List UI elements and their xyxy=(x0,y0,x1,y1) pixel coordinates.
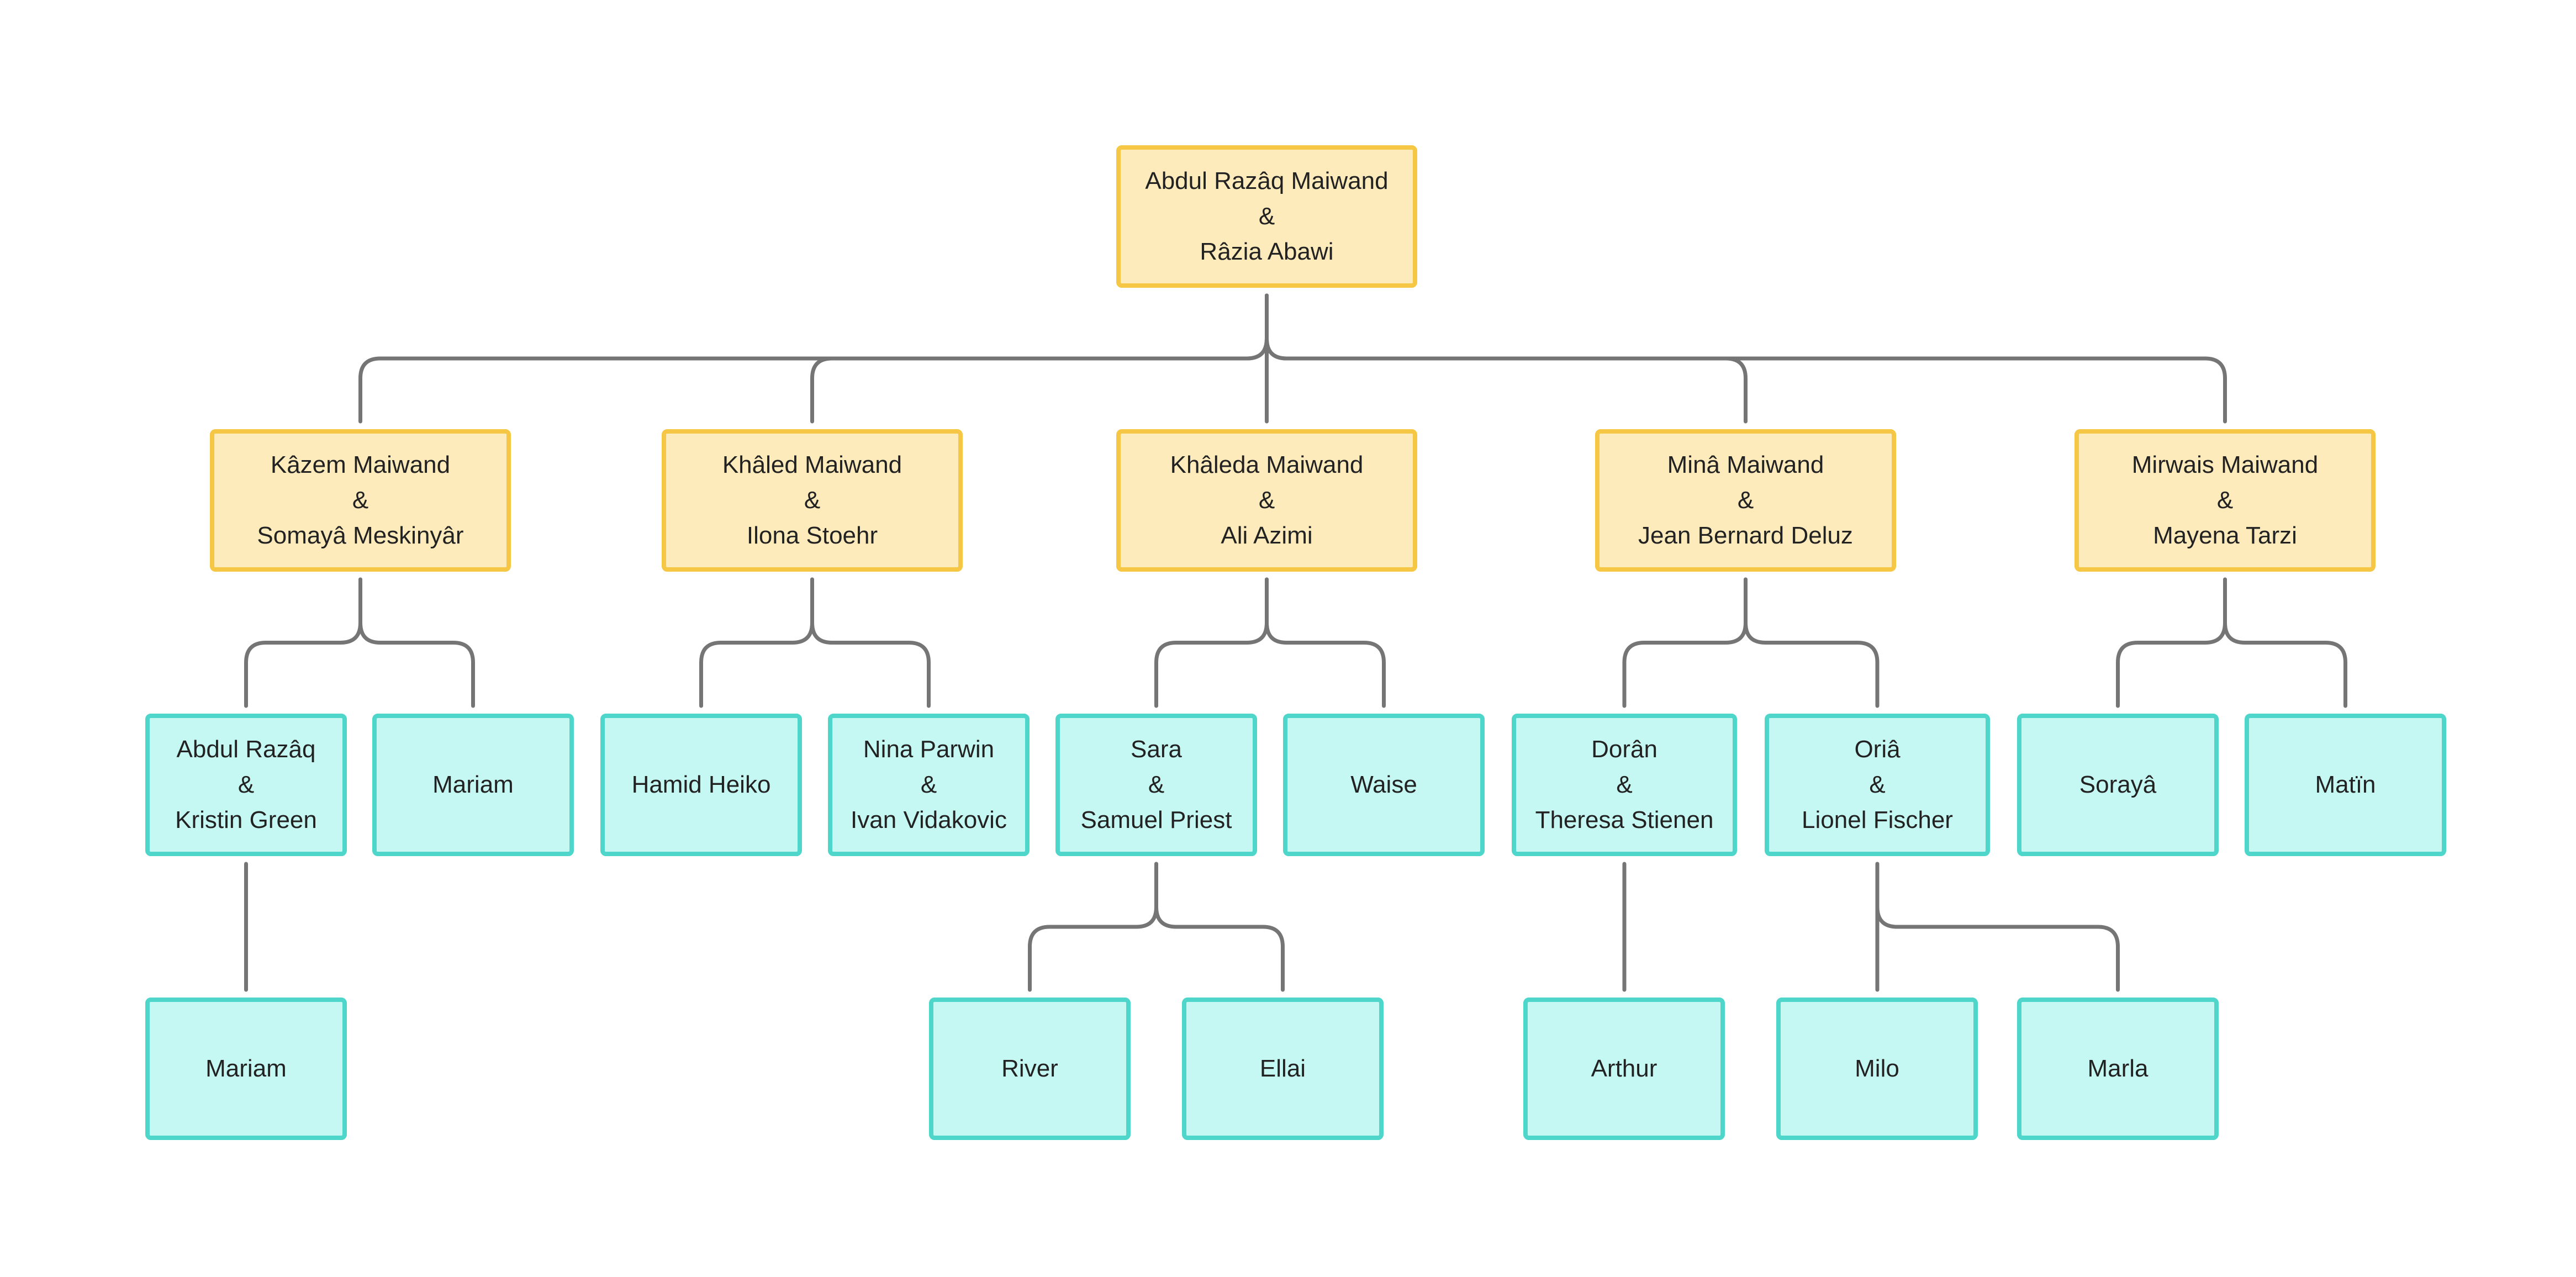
person-node-root[interactable]: Abdul Razâq Maiwand & Râzia Abawi xyxy=(1116,145,1417,288)
ampersand-label: & xyxy=(1616,771,1633,798)
person-name-label: Ellai xyxy=(1259,1055,1306,1082)
connector-mirwais-soraya xyxy=(2116,577,2227,708)
person-node-ellai[interactable]: Ellai xyxy=(1182,998,1384,1140)
person-name-label: Khâleda Maiwand xyxy=(1170,451,1364,478)
person-name-label: Nina Parwin xyxy=(863,736,995,763)
person-node-khaleda[interactable]: Khâleda Maiwand & Ali Azimi xyxy=(1116,429,1417,572)
person-node-abdul2[interactable]: Abdul Razâq & Kristin Green xyxy=(145,714,347,856)
person-name-label: Minâ Maiwand xyxy=(1667,451,1824,478)
person-name-label: Samuel Priest xyxy=(1080,806,1232,833)
ampersand-label: & xyxy=(1148,771,1165,798)
person-node-soraya[interactable]: Sorayâ xyxy=(2017,714,2219,856)
ampersand-label: & xyxy=(1258,487,1275,514)
ampersand-label: & xyxy=(1737,487,1754,514)
person-node-marla[interactable]: Marla xyxy=(2017,998,2219,1140)
person-name-label: Sara xyxy=(1131,736,1182,763)
connector-mina-oria xyxy=(1744,577,1880,708)
person-name-label: Jean Bernard Deluz xyxy=(1638,522,1853,549)
person-name-label: Ali Azimi xyxy=(1221,522,1313,549)
person-name-label: Sorayâ xyxy=(2079,771,2157,798)
person-node-doran[interactable]: Dorân & Theresa Stienen xyxy=(1512,714,1737,856)
person-node-mariam1[interactable]: Mariam xyxy=(372,714,574,856)
connector-sara-ellai xyxy=(1154,862,1285,992)
connector-khaled-nina xyxy=(810,577,931,708)
ampersand-label: & xyxy=(1258,203,1275,230)
person-node-mina[interactable]: Minâ Maiwand & Jean Bernard Deluz xyxy=(1595,429,1896,572)
connector-root-khaled xyxy=(810,293,1269,424)
person-node-mariam2[interactable]: Mariam xyxy=(145,998,347,1140)
person-name-label: Theresa Stienen xyxy=(1535,806,1714,833)
person-name-label: Milo xyxy=(1855,1055,1899,1082)
connector-khaleda-waise xyxy=(1265,577,1386,708)
connector-kazem-mariam1 xyxy=(358,577,475,708)
person-node-mirwais[interactable]: Mirwais Maiwand & Mayena Tarzi xyxy=(2074,429,2376,572)
person-name-label: Arthur xyxy=(1591,1055,1657,1082)
person-name-label: River xyxy=(1001,1055,1058,1082)
connector-khaled-hamid xyxy=(699,577,814,708)
person-name-label: Somayâ Meskinyâr xyxy=(257,522,464,549)
connector-khaleda-sara xyxy=(1154,577,1269,708)
connector-oria-marla xyxy=(1875,862,2120,992)
person-name-label: Râzia Abawi xyxy=(1200,238,1334,265)
person-name-label: Kristin Green xyxy=(175,806,317,833)
person-node-khaled[interactable]: Khâled Maiwand & Ilona Stoehr xyxy=(662,429,963,572)
person-name-label: Marla xyxy=(2087,1055,2149,1082)
person-node-nina[interactable]: Nina Parwin & Ivan Vidakovic xyxy=(828,714,1030,856)
person-name-label: Matïn xyxy=(2315,771,2376,798)
person-name-label: Hamid Heiko xyxy=(631,771,771,798)
person-name-label: Khâled Maiwand xyxy=(722,451,902,478)
connector-root-mirwais xyxy=(1265,293,2227,424)
ampersand-label: & xyxy=(2216,487,2234,514)
person-name-label: Mayena Tarzi xyxy=(2153,522,2297,549)
connector-sara-river xyxy=(1028,862,1158,992)
connector-mirwais-matin xyxy=(2223,577,2347,708)
person-name-label: Ivan Vidakovic xyxy=(851,806,1007,833)
person-name-label: Lionel Fischer xyxy=(1802,806,1953,833)
ampersand-label: & xyxy=(804,487,821,514)
ampersand-label: & xyxy=(1869,771,1886,798)
person-node-waise[interactable]: Waise xyxy=(1283,714,1485,856)
ampersand-label: & xyxy=(352,487,369,514)
person-node-arthur[interactable]: Arthur xyxy=(1523,998,1725,1140)
ampersand-label: & xyxy=(237,771,255,798)
connector-kazem-abdul2 xyxy=(244,577,362,708)
person-name-label: Ilona Stoehr xyxy=(746,522,878,549)
person-name-label: Waise xyxy=(1350,771,1417,798)
person-name-label: Mirwais Maiwand xyxy=(2131,451,2319,478)
ampersand-label: & xyxy=(920,771,937,798)
person-node-river[interactable]: River xyxy=(929,998,1131,1140)
person-name-label: Kâzem Maiwand xyxy=(270,451,451,478)
person-name-label: Abdul Razâq Maiwand xyxy=(1145,167,1389,194)
person-node-matin[interactable]: Matïn xyxy=(2245,714,2446,856)
person-name-label: Dorân xyxy=(1591,736,1657,763)
connector-mina-doran xyxy=(1622,577,1748,708)
person-node-milo[interactable]: Milo xyxy=(1776,998,1978,1140)
person-name-label: Oriâ xyxy=(1854,736,1901,763)
person-node-hamid[interactable]: Hamid Heiko xyxy=(600,714,802,856)
person-node-sara[interactable]: Sara & Samuel Priest xyxy=(1055,714,1257,856)
person-name-label: Abdul Razâq xyxy=(176,736,316,763)
person-name-label: Mariam xyxy=(205,1055,287,1082)
person-name-label: Mariam xyxy=(432,771,514,798)
person-node-oria[interactable]: Oriâ & Lionel Fischer xyxy=(1765,714,1990,856)
person-node-kazem[interactable]: Kâzem Maiwand & Somayâ Meskinyâr xyxy=(210,429,511,572)
